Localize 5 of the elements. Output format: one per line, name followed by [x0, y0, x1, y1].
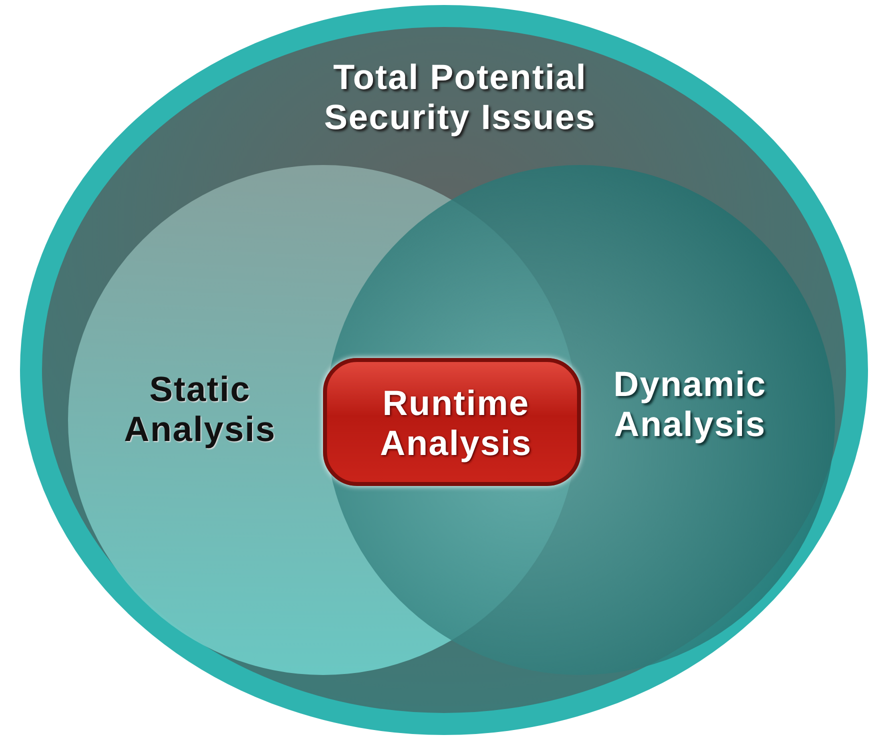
set-label: Dynamic Analysis — [612, 365, 768, 445]
highlight-pill — [323, 358, 581, 486]
diagram-heading: Total Potential Security Issues — [323, 58, 597, 138]
set-label: Runtime Analysis — [379, 384, 533, 464]
set-label: Static Analysis — [123, 370, 277, 450]
